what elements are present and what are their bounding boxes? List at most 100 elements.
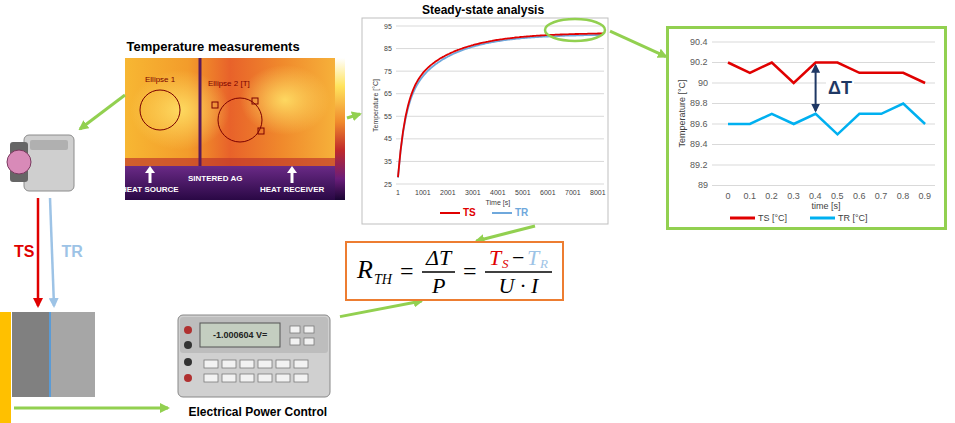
tr-arrow [50,198,54,306]
tick-label: 0.3 [787,192,800,201]
formula-symbol: U · I [499,275,539,297]
meter-jack [184,326,192,334]
svg-rect [240,374,254,382]
tick-label: 5001 [515,189,531,196]
axis-title: time [s] [812,202,841,211]
tick-label: 0.9 [919,192,932,201]
tick-label: 0.6 [853,192,866,201]
legend-text: TS [463,208,476,218]
grid-line [712,144,935,145]
chart-curves [398,34,603,178]
tick-label: 65 [384,90,392,97]
tick-label: 85 [384,45,392,52]
measure-ellipse [140,90,180,130]
axis-title: Time [s] [486,199,511,206]
tick-label: 35 [384,158,392,165]
svg-rect [240,360,254,368]
legend-text: TR [515,208,528,218]
tick-label: 2001 [440,189,456,196]
legend-line [810,217,835,220]
chart-frame [362,18,608,224]
tick-label: 45 [384,135,392,142]
region-label: HEAT SOURCE [121,186,179,194]
fraction-bar [422,271,455,273]
multimeter [178,315,330,397]
sample-stack [0,312,95,423]
grid-line [396,161,604,162]
flow-connector [347,114,360,118]
svg-rect [276,360,290,368]
hot-spot [240,65,330,135]
zoom-grid [712,42,935,186]
measure-point [212,102,218,108]
svg-rect [258,374,272,382]
grid-line [396,138,604,139]
tick-label: 75 [384,68,392,75]
tick-label: 0.5 [831,192,844,201]
tick-label: 55 [384,113,392,120]
temperature-curve [398,35,603,178]
meter-jack [184,374,192,382]
formula-symbol: = [400,259,414,283]
flow-connector [340,301,422,317]
svg-rect [204,360,218,368]
thermal-edge [125,158,335,166]
svg-rect [290,326,300,333]
flow-arrow [14,407,168,410]
svg-rect [276,374,290,382]
signal-name: TR [62,244,83,260]
tick-label: 1 [396,189,400,196]
flow-arrow [80,95,125,129]
delta-arrow-line [815,66,817,111]
tick-label: 0.8 [897,192,910,201]
fraction-bar [485,271,552,273]
formula-symbol: = [463,259,477,283]
chart-grid [396,26,604,184]
tick-label: 0 [726,192,731,201]
chart-title: Steady-state analysis [422,4,544,16]
heat-source-plate [0,312,11,423]
svg-rect [290,338,300,345]
tick-label: 4001 [490,189,506,196]
formula-symbol: S [502,257,509,270]
sinter-layer-line [199,58,202,166]
receiver-line [49,312,51,397]
formula-symbol: R [540,257,548,270]
heat-arrow-head [145,166,155,173]
formula-symbol: T [489,247,501,269]
svg-rect [294,360,308,368]
camera-top [30,140,68,150]
meter-jack [184,358,192,366]
tick-label: 90.2 [690,58,708,67]
grid-line [396,93,604,94]
tick-label: 89.6 [690,120,708,129]
heat-receiver-block [50,312,95,397]
flow-connector [610,31,666,56]
grid-line [396,26,604,27]
svg-rect [304,338,314,345]
svg-rect [294,374,308,382]
formula-symbol: ΔT [426,247,451,269]
tick-label: 0.4 [809,192,822,201]
svg-rect [222,360,236,368]
formula-symbol: R [357,257,373,283]
svg-rect [204,374,218,382]
measure-point [258,128,264,134]
grid-line [712,185,935,186]
grid-line [712,42,935,43]
formula-symbol: P [432,275,445,297]
meter-jack [184,341,192,349]
data-series [728,104,925,135]
ellipse-label: Ellipse 1 [145,76,175,84]
measure-ellipse [218,98,262,142]
thermal-image [125,58,345,200]
tick-label: 1001 [415,189,431,196]
zoom-curves [728,63,925,135]
heat-arrow-head [287,166,297,173]
tick-label: 90 [698,79,708,88]
panel-heading: Temperature measurements [127,40,300,53]
delta-arrow [815,66,816,111]
